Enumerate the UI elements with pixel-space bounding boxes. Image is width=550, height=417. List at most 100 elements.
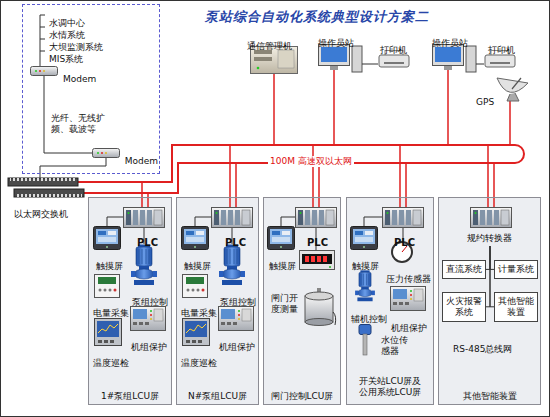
cabinet-fill [346, 197, 434, 405]
text-slot: 压力传感器 [386, 267, 431, 286]
cabinet-devices [359, 325, 371, 356]
text-slot: 1#泵组LCU屏 [89, 384, 171, 403]
cabinet-devices [355, 270, 375, 301]
cabinet-devices [94, 227, 121, 250]
caption: MIS系统 [49, 54, 83, 65]
caption: 水位传感器 [381, 335, 409, 357]
station-icon [362, 64, 484, 65]
caption: Modem [63, 74, 96, 85]
bus-connector [486, 246, 490, 269]
lcu-cabinet: PLC触摸屏闸门开度测量闸门控制LCU屏 [263, 197, 341, 405]
text-slot: 闸门控制LCU屏 [264, 384, 340, 403]
caption: 水情系统 [49, 30, 85, 41]
remote-link-wire [40, 158, 106, 178]
device-label: 打印机 [488, 45, 515, 56]
text-slot: 操作员站 [432, 31, 468, 50]
caption: 泵组控制 [220, 297, 256, 308]
text-slot: 泵组控制 [220, 290, 256, 309]
station-icon [319, 45, 350, 71]
text-slot: 闸门开度测量 [271, 293, 299, 316]
cabinet-fill [438, 197, 541, 405]
text-slot: 泵组控制 [132, 290, 168, 309]
text-slot: 触摸屏 [96, 254, 123, 273]
caption: 触摸屏 [184, 261, 211, 272]
cabinet-devices [183, 275, 208, 298]
caption: 机组保护 [219, 342, 255, 353]
modem-icon [31, 67, 58, 76]
ethernet-switch [16, 189, 82, 197]
device-label: 以太网交换机 [14, 209, 68, 220]
text-slot: 温度巡检 [181, 351, 217, 370]
text-slot: N#泵组LCU屏 [177, 384, 258, 403]
caption: RS-485总线网 [453, 344, 512, 355]
cabinet-devices [212, 208, 253, 228]
text-slot: 泵站综合自动化系统典型设计方案二 [205, 6, 429, 25]
cabinet-fill [263, 197, 341, 405]
cabinet-fill [176, 197, 259, 405]
panel-name: 其他智能装置 [463, 391, 517, 402]
panel-name: 闸门控制LCU屏 [271, 391, 334, 402]
cabinet-devices [183, 319, 210, 346]
cabinet-devices [471, 208, 512, 228]
caption: 触摸屏 [96, 261, 123, 272]
system-box: 计量系统 [494, 260, 538, 279]
device-wire [107, 217, 403, 250]
text-slot: 规约转换器 [462, 226, 516, 245]
text-slot: 辅机控制 [351, 307, 387, 326]
caption: 大坝监测系统 [49, 42, 103, 53]
caption: 其他智能装置 [497, 296, 535, 318]
text-slot: 触摸屏 [184, 254, 211, 273]
panel-name: 规约转换器 [467, 233, 512, 244]
text-slot: 通信管理机 [247, 34, 292, 53]
device-name: PLC [394, 237, 415, 249]
remote-link-wire [40, 15, 45, 66]
protocol-converter: 规约转换器 [462, 206, 518, 246]
text-slot: 机组保护 [391, 316, 427, 335]
modem-icon [93, 149, 120, 158]
caption: 温度巡检 [93, 358, 129, 369]
lcu-cabinet: PLC触摸屏压力传感器辅机控制机组保护水位传感器开关站LCU屏及公用系统LCU屏 [346, 197, 434, 405]
panel-name: 开关站LCU屏及公用系统LCU屏 [355, 376, 425, 398]
device-name: PLC [225, 237, 246, 249]
device-label: GPS [476, 97, 494, 108]
cabinet-devices [300, 251, 335, 270]
text-slot: 打印机 [380, 38, 407, 57]
station-icon [433, 45, 464, 71]
panel-name: N#泵组LCU屏 [188, 391, 247, 402]
cabinet-devices [351, 227, 378, 250]
station-icon [352, 46, 362, 72]
caption: 水调中心 [49, 18, 85, 29]
cabinet-devices [391, 287, 426, 311]
cabinet-devices [131, 307, 166, 331]
cabinet-devices [305, 288, 336, 326]
text-slot: PLC [225, 231, 246, 250]
text-slot: 操作员站 [318, 31, 354, 50]
caption: 触摸屏 [269, 261, 296, 272]
cabinet-devices [95, 319, 122, 346]
cabinet-devices [219, 245, 245, 286]
system-box: 直流系统 [442, 260, 486, 279]
cabinet-devices [383, 208, 424, 228]
station-icon [466, 46, 476, 72]
text-slot: 以太网交换机 [14, 202, 68, 221]
text-slot: 电量采集 [93, 301, 129, 320]
caption: 光纤、无线扩频、载波等 [51, 113, 107, 135]
cabinet-devices [94, 208, 512, 356]
caption: 直流系统 [445, 264, 483, 275]
text-slot: 100M 高速双以太网 [268, 149, 354, 168]
cabinet-devices [182, 227, 209, 250]
device-label: 操作员站 [318, 38, 354, 49]
text-slot: 光纤、无线扩频、载波等 [51, 113, 107, 136]
ethernet-switch [14, 189, 84, 197]
caption: 火灾报警系统 [445, 296, 483, 318]
cabinet-fill [88, 197, 541, 405]
caption: 闸门开度测量 [271, 293, 299, 315]
caption: 电量采集 [93, 308, 129, 319]
cabinet-devices [219, 307, 254, 331]
diagram-title: 泵站综合自动化系统典型设计方案二 [205, 9, 429, 25]
ethernet-switch [8, 178, 78, 186]
bus-connector [486, 246, 490, 307]
cabinet-devices [296, 208, 337, 228]
station-icon [251, 45, 529, 102]
